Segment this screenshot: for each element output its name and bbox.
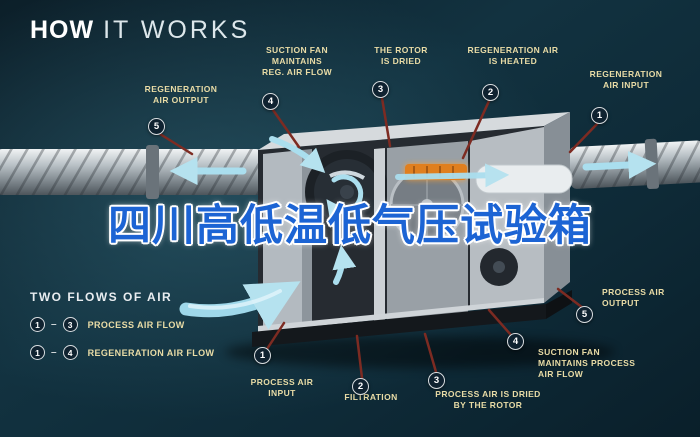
step-badge-reg-air-heated: 2 bbox=[482, 84, 499, 101]
legend-row-regeneration: 1 – 4 REGENERATION AIR FLOW bbox=[30, 345, 214, 360]
legend-dash: – bbox=[51, 319, 57, 330]
leader-reg-heated bbox=[461, 99, 491, 160]
legend-dash: – bbox=[51, 347, 57, 358]
leader-lines bbox=[158, 96, 599, 380]
reg-intake-arrow bbox=[269, 136, 326, 173]
callout-label-process-air-dried: PROCESS AIR IS DRIED BY THE ROTOR bbox=[435, 389, 541, 411]
step-badge-suction-fan-reg: 4 bbox=[262, 93, 279, 110]
step-badge-rotor-dried: 3 bbox=[372, 81, 389, 98]
leader-rotor-dried bbox=[380, 96, 392, 148]
leader-process-output bbox=[556, 287, 585, 310]
callout-label-reg-air-heated: REGENERATION AIR IS HEATED bbox=[467, 45, 559, 67]
page-title: HOW IT WORKS bbox=[30, 16, 250, 45]
callout-label-reg-air-input: REGENERATION AIR INPUT bbox=[589, 69, 663, 91]
leader-suction-fan-process bbox=[487, 308, 513, 337]
callout-label-process-air-input: PROCESS AIR INPUT bbox=[250, 377, 314, 399]
legend: TWO FLOWS OF AIR 1 – 3 PROCESS AIR FLOW … bbox=[30, 290, 214, 373]
page-title-light: IT WORKS bbox=[103, 16, 251, 44]
machine-right-face bbox=[544, 112, 570, 303]
callout-label-reg-air-output: REGENERATION AIR OUTPUT bbox=[144, 84, 218, 106]
right-duct-arrow bbox=[582, 150, 657, 179]
leader-filtration bbox=[355, 334, 364, 380]
step-badge-process-air-dried: 3 bbox=[428, 372, 445, 389]
leader-reg-output bbox=[158, 132, 194, 156]
legend-badge-regeneration-start: 1 bbox=[30, 345, 45, 360]
callout-label-rotor-dried: THE ROTOR IS DRIED bbox=[374, 45, 428, 67]
leader-reg-input bbox=[568, 122, 599, 154]
page-title-bold: HOW bbox=[30, 16, 95, 44]
step-badge-filtration: 2 bbox=[352, 378, 369, 395]
watermark-text: 四川高低温低气压试验箱 bbox=[108, 202, 592, 250]
step-badge-reg-air-output: 5 bbox=[148, 118, 165, 135]
legend-badge-process-end: 3 bbox=[62, 317, 78, 332]
callout-label-filtration: FILTRATION bbox=[344, 392, 398, 402]
callout-label-suction-fan-reg: SUCTION FAN MAINTAINS REG. AIR FLOW bbox=[261, 45, 333, 78]
legend-label-regeneration: REGENERATION AIR FLOW bbox=[87, 347, 215, 358]
outlet-tube bbox=[475, 164, 573, 194]
callout-label-process-air-output: PROCESS AIR OUTPUT bbox=[602, 287, 665, 309]
leader-suction-fan-reg bbox=[271, 108, 301, 149]
step-badge-process-air-input: 1 bbox=[254, 347, 271, 364]
process-intake-swoosh-highlight bbox=[188, 289, 282, 310]
airflow-arrows bbox=[169, 136, 657, 330]
rotor-module bbox=[387, 141, 468, 320]
legend-row-process: 1 – 3 PROCESS AIR FLOW bbox=[30, 317, 214, 332]
machine-top-face bbox=[258, 112, 570, 150]
legend-badge-regeneration-end: 4 bbox=[62, 345, 78, 360]
legend-label-process: PROCESS AIR FLOW bbox=[87, 319, 185, 330]
step-badge-suction-fan-process: 4 bbox=[507, 333, 524, 350]
machine-base bbox=[252, 304, 546, 347]
step-badge-reg-air-input: 1 bbox=[591, 107, 608, 124]
leader-process-dried bbox=[423, 332, 438, 374]
callout-label-suction-fan-process: SUCTION FAN MAINTAINS PROCESS AIR FLOW bbox=[538, 347, 636, 380]
fan-swirl-arrow bbox=[326, 174, 364, 222]
rotor-through-arrow bbox=[395, 163, 510, 188]
front-bottom-frame bbox=[258, 298, 544, 332]
legend-badge-process-start: 1 bbox=[30, 317, 45, 332]
left-duct-flange bbox=[146, 145, 159, 199]
leader-process-input bbox=[265, 321, 286, 351]
legend-title: TWO FLOWS OF AIR bbox=[30, 290, 173, 304]
step-badge-process-air-output: 5 bbox=[576, 306, 593, 323]
machine-base-right bbox=[546, 290, 572, 319]
interior-up-arrow bbox=[332, 244, 357, 285]
interior-divider bbox=[374, 148, 385, 324]
